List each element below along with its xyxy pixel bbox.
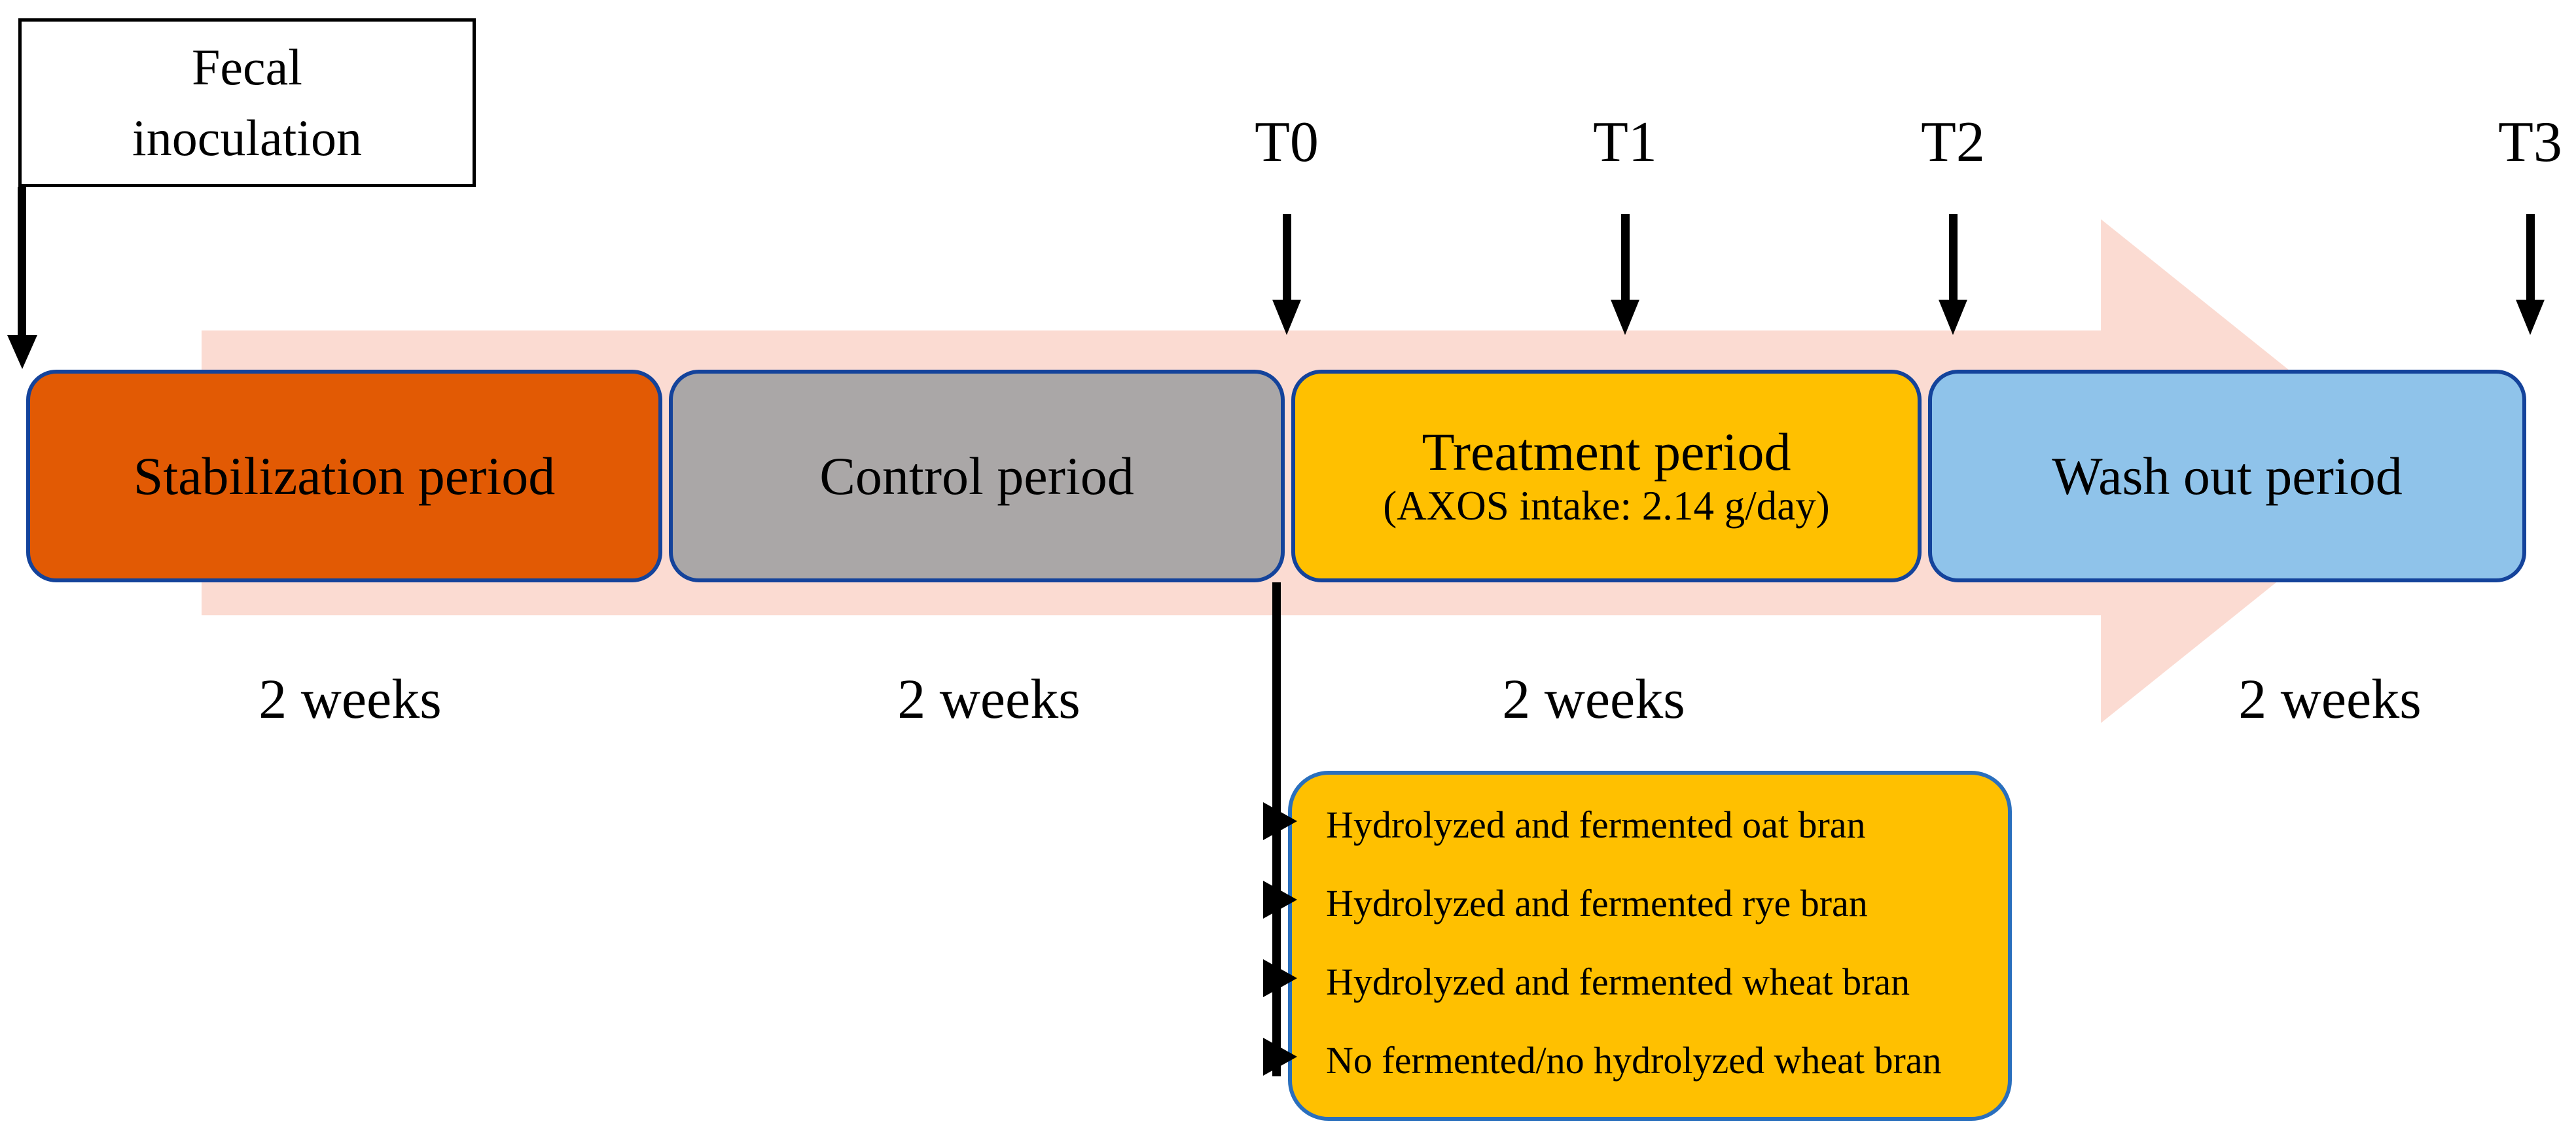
treatment-list-item: Hydrolyzed and fermented rye bran [1326, 882, 1868, 925]
period-label-control: Control period [819, 446, 1134, 506]
timepoint-arrow-shaft-t3 [2526, 214, 2535, 301]
timepoint-label-t0: T0 [1255, 111, 1319, 174]
timepoint-arrow-shaft-t2 [1949, 214, 1958, 301]
timepoint-label-t3: T3 [2498, 111, 2562, 174]
duration-label-treatment: 2 weeks [1502, 667, 1685, 730]
period-label-stabilization: Stabilization period [133, 446, 556, 506]
timepoint-label-t2: T2 [1921, 111, 1985, 174]
treatments-box: Hydrolyzed and fermented oat bran Hydrol… [1288, 771, 2012, 1121]
timepoint-label-t1: T1 [1593, 111, 1657, 174]
bullet-triangle-icon [1263, 881, 1297, 919]
treatment-list-item: No fermented/no hydrolyzed wheat bran [1326, 1039, 1942, 1082]
treatment-list-item: Hydrolyzed and fermented oat bran [1326, 803, 1866, 846]
fecal-inoculation-arrow-head-icon [7, 335, 37, 369]
fecal-inoculation-box: Fecal inoculation [18, 18, 476, 187]
period-box-stabilization: Stabilization period [26, 370, 662, 582]
fecal-inoculation-label-line2: inoculation [132, 109, 362, 166]
duration-label-control: 2 weeks [897, 667, 1081, 730]
timepoint-arrow-head-icon-t1 [1611, 300, 1639, 335]
timepoint-arrow-head-icon-t2 [1939, 300, 1967, 335]
timepoint-arrow-head-icon-t0 [1272, 300, 1301, 335]
period-box-control: Control period [669, 370, 1285, 582]
bullet-triangle-icon [1263, 802, 1297, 840]
period-label-washout: Wash out period [2052, 446, 2403, 506]
treatment-list-item: Hydrolyzed and fermented wheat bran [1326, 961, 1910, 1003]
duration-label-washout: 2 weeks [2238, 667, 2422, 730]
timepoint-arrow-shaft-t1 [1621, 214, 1630, 301]
timepoint-arrow-shaft-t0 [1283, 214, 1291, 301]
fecal-inoculation-label-line1: Fecal [192, 39, 302, 96]
fecal-inoculation-arrow-shaft [18, 187, 26, 336]
timepoint-arrow-head-icon-t3 [2516, 300, 2545, 335]
bullet-triangle-icon [1263, 1038, 1297, 1076]
period-box-treatment: Treatment period (AXOS intake: 2.14 g/da… [1291, 370, 1922, 582]
bullet-triangle-icon [1263, 959, 1297, 997]
period-label-treatment: Treatment period [1422, 422, 1791, 482]
period-sublabel-treatment: (AXOS intake: 2.14 g/day) [1383, 483, 1830, 529]
period-box-washout: Wash out period [1928, 370, 2526, 582]
duration-label-stabilization: 2 weeks [259, 667, 442, 730]
